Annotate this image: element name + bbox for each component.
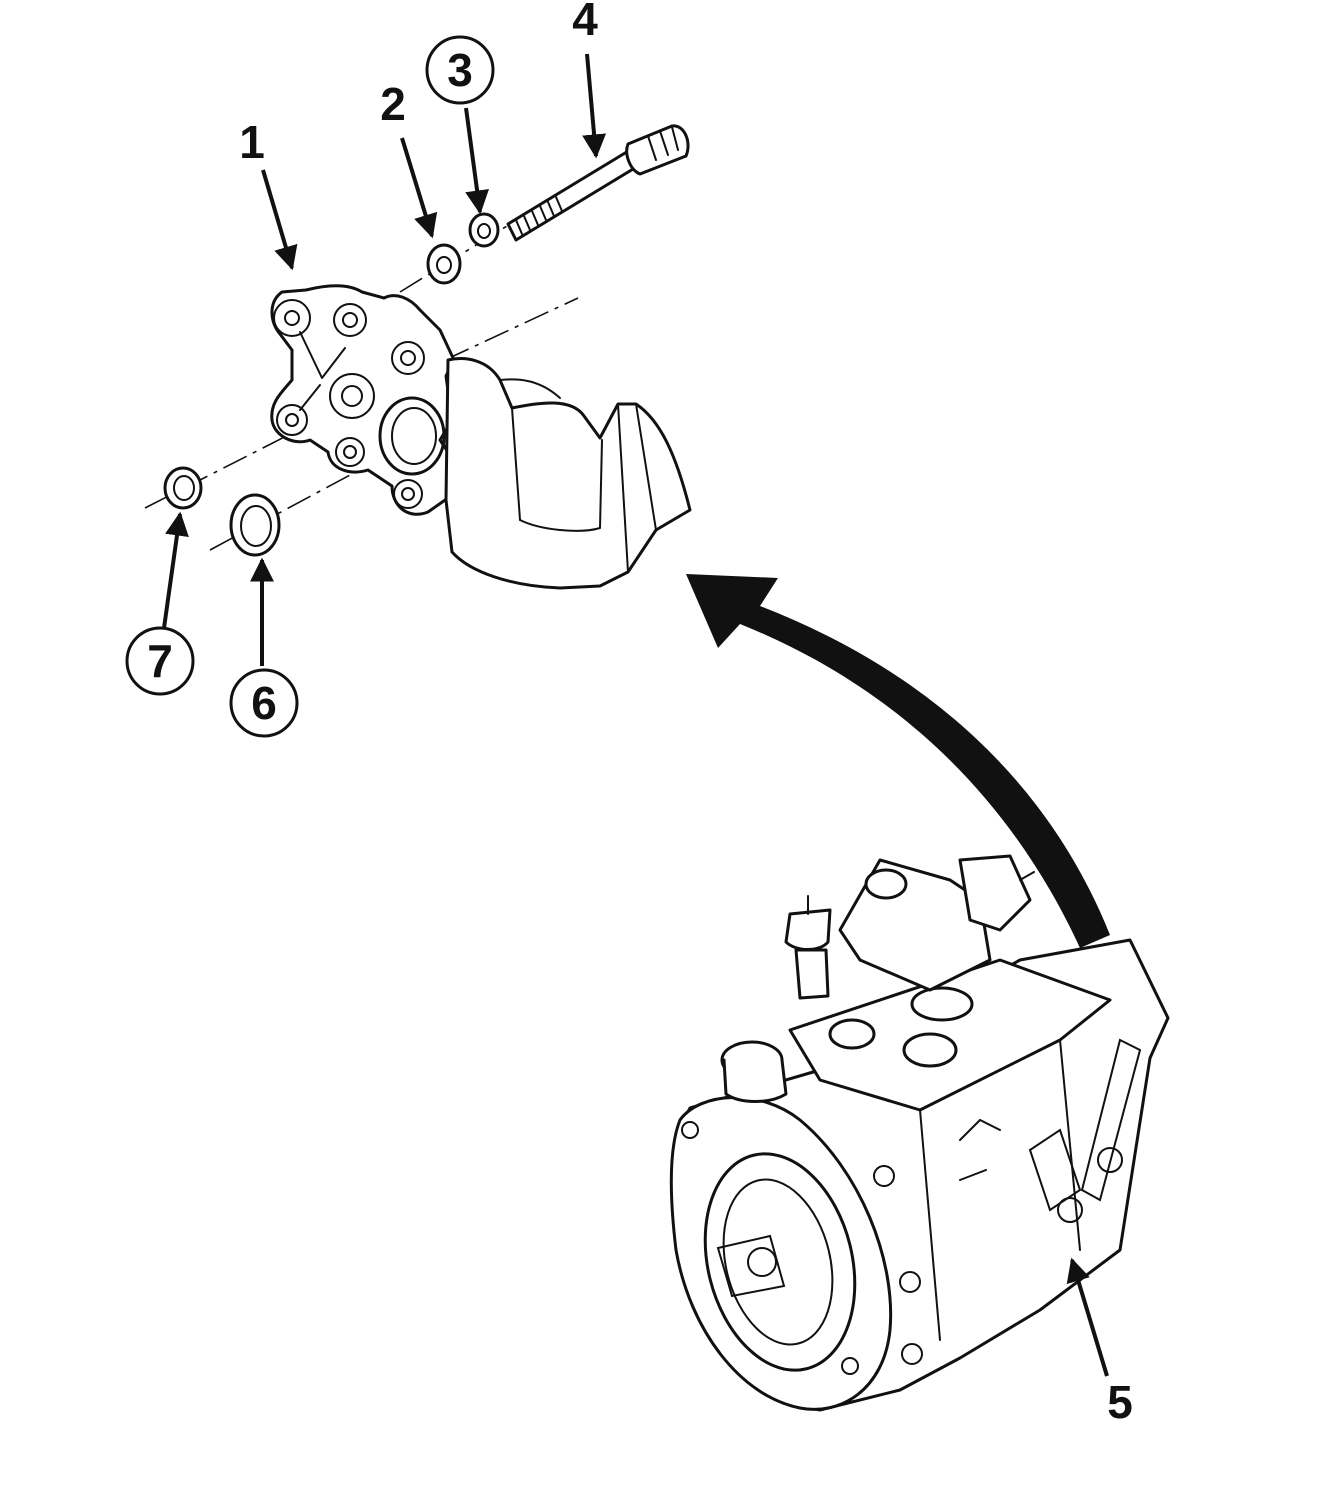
lockwasher (468, 212, 500, 248)
hydraulic-pump (669, 854, 1170, 1412)
retaining-ring (163, 466, 203, 510)
callout-5: 5 (1107, 1376, 1133, 1428)
seal (229, 493, 281, 557)
callout-7: 7 (147, 635, 173, 687)
adapter-housing (270, 284, 692, 590)
callout-circles (125, 35, 495, 738)
callout-labels: 1 2 3 4 5 6 7 (147, 0, 1133, 1428)
callout-circle-6 (229, 668, 299, 738)
callout-1: 1 (239, 116, 265, 168)
callout-2: 2 (380, 78, 406, 130)
callout-leaders (162, 53, 1109, 1377)
screw (506, 124, 690, 242)
callout-circle-7 (125, 626, 195, 696)
callout-circle-3 (425, 35, 495, 105)
callout-6: 6 (251, 677, 277, 729)
flat-washer (426, 243, 462, 285)
direction-arrow (686, 574, 1110, 948)
callout-4: 4 (572, 0, 598, 45)
callout-3: 3 (447, 44, 473, 96)
